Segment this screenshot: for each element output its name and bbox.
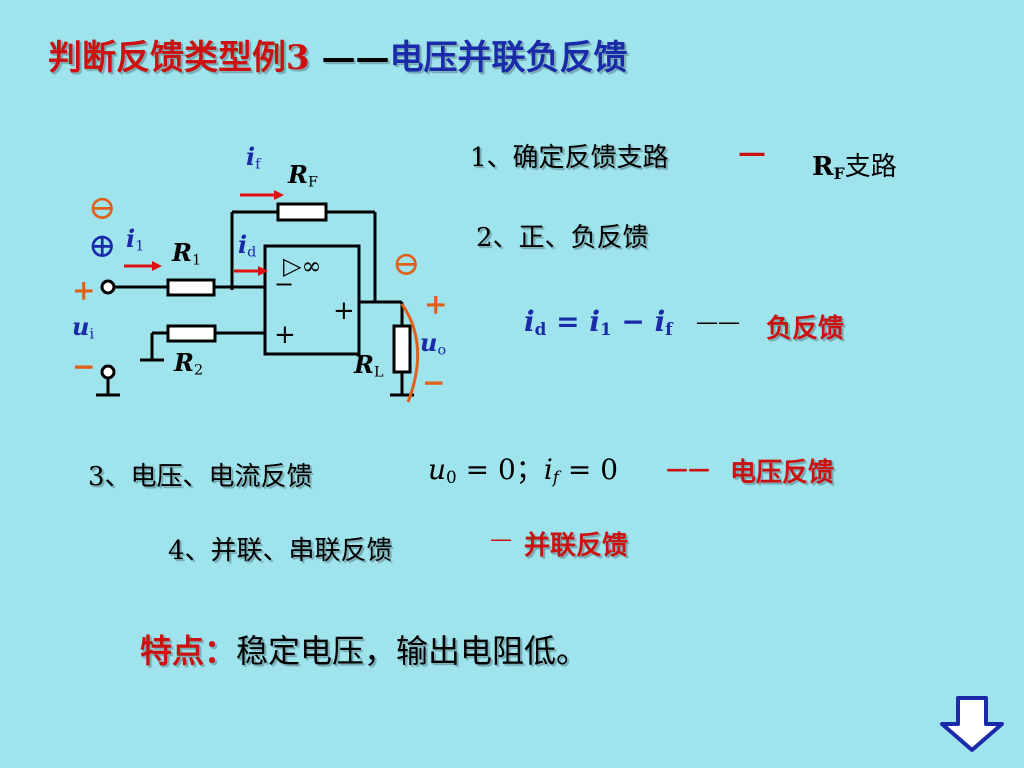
opamp-plus-output: + <box>333 296 355 326</box>
step-4-result: 并联反馈 <box>524 531 629 561</box>
page-title: 判断反馈类型例3 ——电压并联负反馈 <box>48 30 628 79</box>
feature-line: 特点：稳定电压，输出电阻低。 <box>140 626 588 672</box>
step-1-dash: — <box>738 136 766 169</box>
plus-circle-icon: ⊕ <box>88 226 117 266</box>
opamp-minus: − <box>274 270 295 298</box>
step-3-result: 电压反馈 <box>730 458 835 488</box>
step-2-dash: —— <box>696 310 740 335</box>
label-i1: i1 <box>126 224 145 255</box>
step-2-result: 负反馈 <box>766 314 845 344</box>
label-r1: R1 <box>172 238 202 269</box>
resistor-r1 <box>166 278 216 297</box>
opamp-plus-input: + <box>274 320 296 350</box>
title-part1: 判断反馈类型例3 <box>48 38 310 78</box>
step-2-equation: id = i1 − if <box>524 305 673 340</box>
uo-plus: + <box>424 288 448 321</box>
input-terminal-bottom <box>100 364 116 380</box>
feature-label: 特点： <box>140 632 237 670</box>
minus-circle-right-icon: ⊖ <box>392 244 421 284</box>
step-3-equation: u0 = 0；if = 0 <box>428 453 619 488</box>
step-2: 2、正、负反馈 <box>476 223 649 253</box>
input-terminal-top <box>100 279 116 295</box>
step-3-dash: —— <box>666 456 710 482</box>
step-1-result: RF支路 <box>812 152 897 183</box>
label-rl: RL <box>354 350 384 381</box>
uo-bracket <box>400 303 420 403</box>
uo-minus: − <box>422 366 446 399</box>
title-part2: 电压并联负反馈 <box>389 38 628 78</box>
step-4-dash: — <box>490 527 512 552</box>
feature-text: 稳定电压，输出电阻低。 <box>236 632 589 670</box>
step-3: 3、电压、电流反馈 <box>88 462 313 492</box>
step-1: 1、确定反馈支路 <box>470 143 669 173</box>
opamp-symbol: ▷∞ <box>283 252 322 280</box>
resistor-r2 <box>166 324 217 343</box>
label-ui: ui <box>72 312 95 343</box>
label-r2: R2 <box>174 348 204 379</box>
resistor-rf <box>276 202 328 222</box>
down-arrow-icon[interactable] <box>936 694 1008 754</box>
label-if: if <box>246 142 261 173</box>
minus-circle-icon: ⊖ <box>88 188 117 228</box>
title-dash: —— <box>321 38 390 78</box>
resistor-rl <box>392 324 412 374</box>
label-id: id <box>238 230 257 261</box>
opamp-box <box>263 244 361 356</box>
ui-plus: + <box>72 274 96 307</box>
step-4: 4、并联、串联反馈 <box>168 536 393 566</box>
label-uo: uo <box>420 328 447 359</box>
label-rf: RF <box>288 160 318 191</box>
ui-minus: − <box>72 350 96 383</box>
